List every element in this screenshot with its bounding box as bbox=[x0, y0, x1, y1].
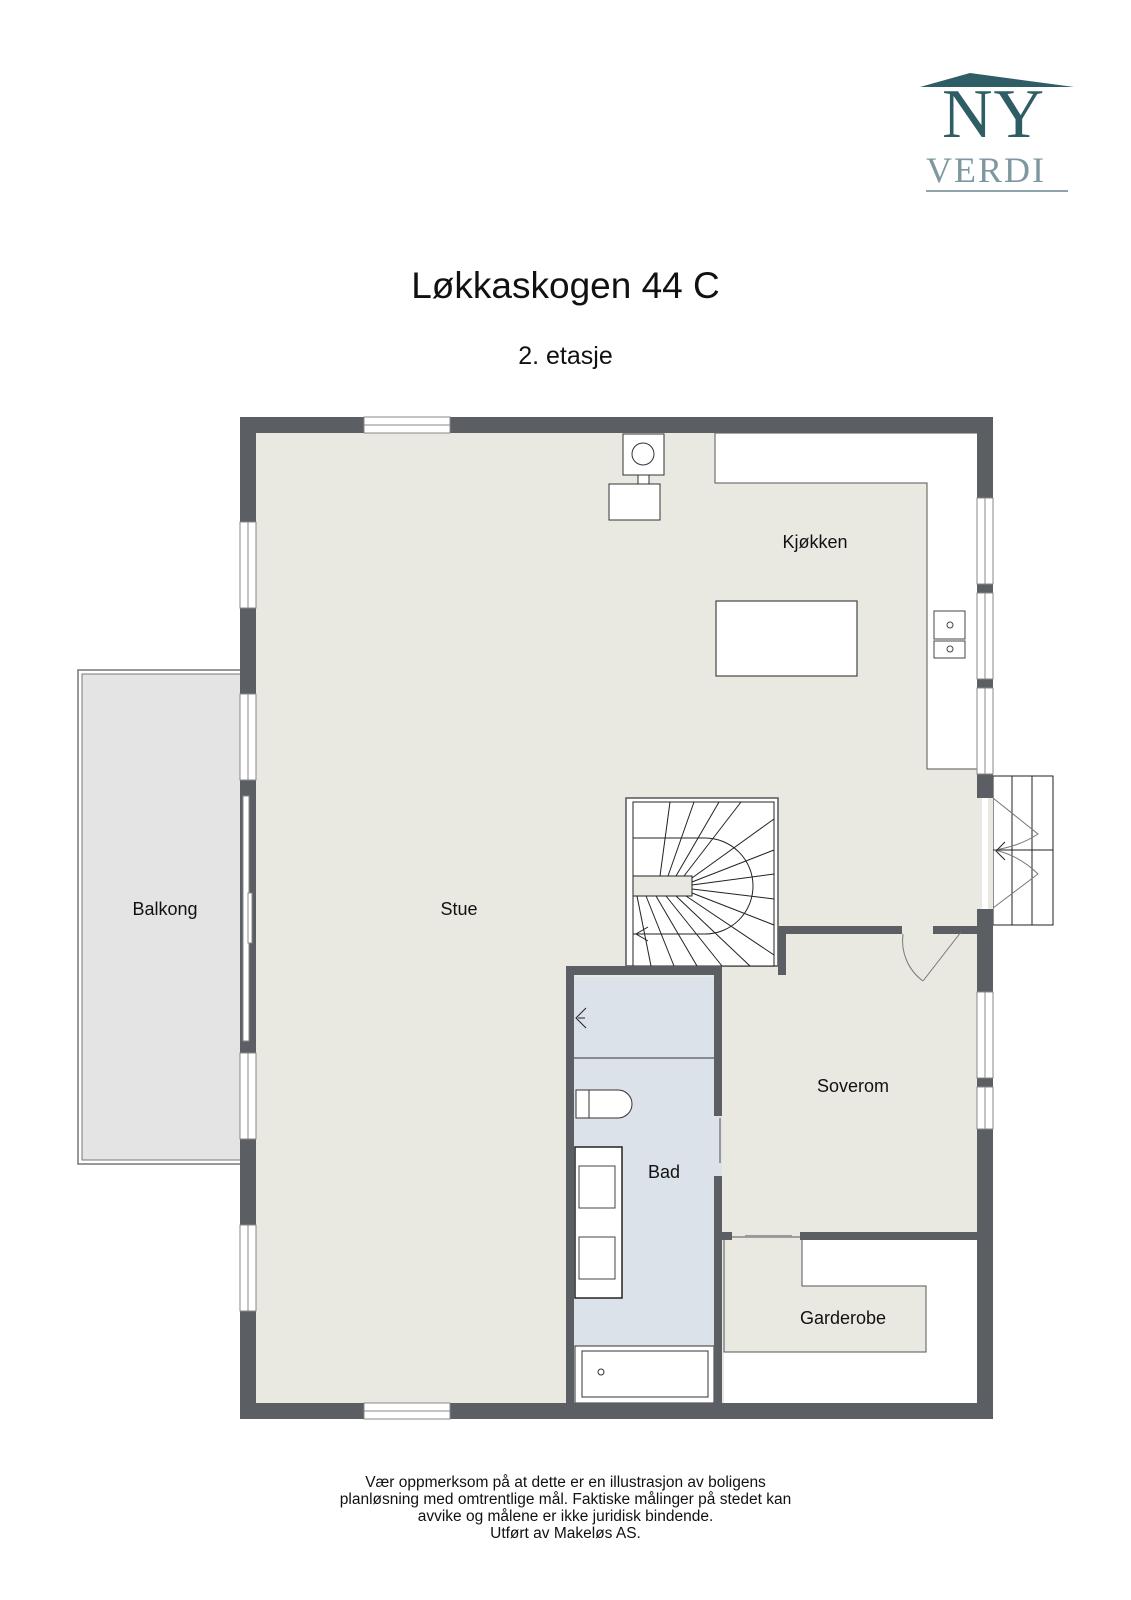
exterior-stairs bbox=[992, 775, 1054, 926]
windows bbox=[239, 416, 994, 1420]
floor-subtitle: 2. etasje bbox=[518, 342, 613, 370]
bedroom-door[interactable] bbox=[902, 926, 962, 982]
kitchen-island bbox=[715, 600, 858, 677]
logo-text-ny: NY bbox=[942, 76, 1046, 153]
balcony-area bbox=[77, 669, 243, 1165]
page-title: Løkkaskogen 44 C bbox=[411, 265, 720, 306]
bathroom-sliding-door[interactable] bbox=[714, 1116, 722, 1176]
ny-verdi-logo: NY VERDI bbox=[918, 70, 1078, 200]
disclaimer-line: Utført av Makeløs AS. bbox=[490, 1525, 641, 1542]
sink-basin bbox=[933, 610, 966, 640]
room-labels: Stue Kjøkken Balkong Soverom Bad Gardero… bbox=[132, 532, 889, 1328]
sink-icon bbox=[578, 1236, 616, 1280]
arrow-left-icon bbox=[995, 841, 1006, 861]
sink-icon bbox=[578, 1165, 616, 1209]
staircase bbox=[625, 797, 779, 967]
disclaimer-line: planløsning med omtrentlige mål. Faktisk… bbox=[339, 1491, 792, 1508]
stove-icon bbox=[608, 433, 665, 521]
room-label-soverom: Soverom bbox=[817, 1076, 889, 1096]
disclaimer-line: Vær oppmerksom på at dette er en illustr… bbox=[365, 1474, 766, 1491]
kitchen-counter bbox=[714, 432, 981, 770]
logo-text-verdi: VERDI bbox=[926, 150, 1046, 190]
balcony-sliding-door[interactable] bbox=[242, 795, 253, 1042]
room-label-balkong: Balkong bbox=[132, 899, 197, 919]
logo-underline bbox=[926, 190, 1068, 192]
disclaimer-line: avvike og målene er ikke juridisk binden… bbox=[417, 1508, 714, 1525]
roof-icon bbox=[920, 73, 1074, 87]
room-label-kjokken: Kjøkken bbox=[782, 532, 847, 552]
bathroom-fixtures bbox=[574, 1007, 715, 1404]
room-label-bad: Bad bbox=[648, 1162, 680, 1182]
room-label-garderobe: Garderobe bbox=[800, 1308, 886, 1328]
sink-basin bbox=[933, 640, 966, 659]
room-label-stue: Stue bbox=[440, 899, 477, 919]
disclaimer: Vær oppmerksom på at dette er en illustr… bbox=[0, 1474, 1131, 1542]
toilet-icon bbox=[575, 1089, 633, 1119]
drain-icon bbox=[575, 1007, 587, 1029]
arrow-left-icon bbox=[635, 926, 649, 942]
entrance-door[interactable] bbox=[977, 798, 993, 909]
